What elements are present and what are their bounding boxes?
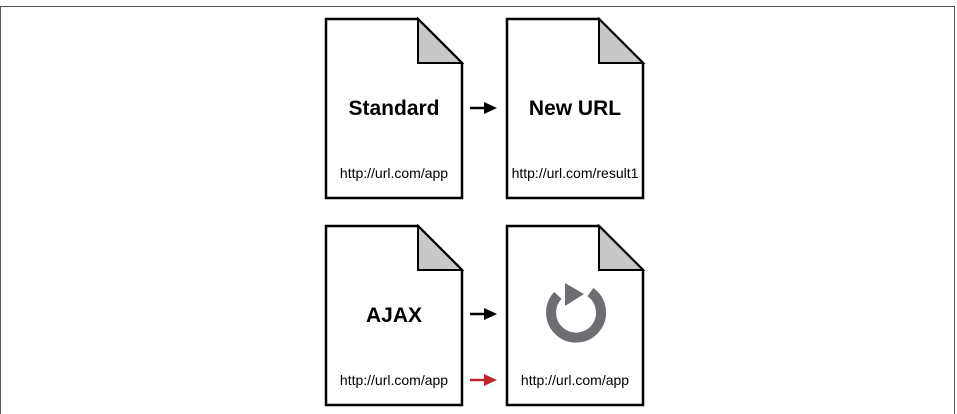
- refresh-icon: [546, 283, 607, 343]
- arrow-ajax-to-refreshed: [470, 308, 497, 320]
- page-fold-corner: [598, 16, 646, 64]
- document-new-url: New URL http://url.com/result1: [505, 16, 646, 200]
- page-fold-corner: [417, 16, 465, 64]
- arrow-url-unchanged: [470, 374, 497, 386]
- page-fold-corner: [417, 223, 465, 271]
- document-refreshed: http://url.com/app: [505, 223, 646, 407]
- page-fold-corner: [598, 223, 646, 271]
- document-title: AJAX: [366, 304, 422, 327]
- document-url: http://url.com/app: [340, 165, 448, 181]
- document-title: New URL: [529, 97, 621, 120]
- document-url: http://url.com/result1: [512, 165, 639, 181]
- document-standard: Standard http://url.com/app: [324, 16, 465, 200]
- figure-frame: [0, 6, 955, 414]
- document-url: http://url.com/app: [340, 372, 448, 388]
- arrow-standard-to-new-url: [470, 102, 497, 114]
- document-ajax: AJAX http://url.com/app: [324, 223, 465, 407]
- document-url: http://url.com/app: [521, 372, 629, 388]
- document-title: Standard: [348, 97, 439, 120]
